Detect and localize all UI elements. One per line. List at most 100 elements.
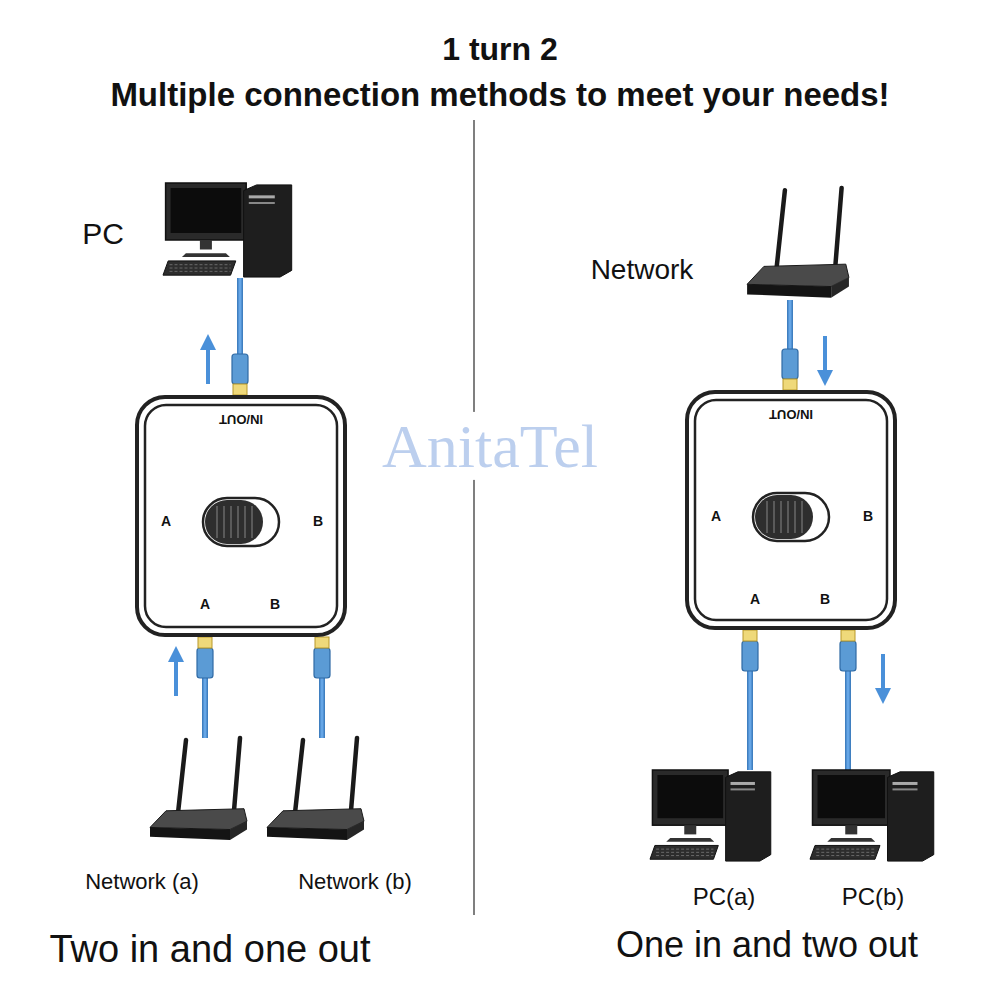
antenna — [234, 738, 240, 811]
router-icon: Network (a) — [148, 738, 248, 842]
drive-bay — [249, 202, 275, 204]
port-letter: B — [863, 509, 873, 524]
drive-bay — [893, 788, 918, 790]
slider-knob — [205, 500, 263, 544]
port-letter: B — [313, 514, 323, 529]
antenna — [178, 740, 186, 813]
port-label: IN/OUT — [769, 407, 813, 421]
keyboard-keys — [170, 268, 231, 269]
housing-inner — [145, 405, 337, 627]
port-letter: A — [750, 592, 760, 607]
title: 1 turn 2 — [442, 32, 558, 67]
flow-arrow — [823, 336, 827, 378]
knob-grip — [223, 506, 225, 538]
network-cable — [840, 630, 883, 770]
plug-contact — [198, 637, 212, 648]
tower — [244, 185, 292, 277]
port-letter: A — [200, 597, 210, 612]
caption-left: Two in and one out — [49, 929, 370, 971]
device-label: PC(b) — [842, 884, 905, 910]
router-top — [267, 809, 364, 830]
monitor — [166, 183, 247, 240]
pc-drawing — [810, 770, 935, 862]
plug-boot — [232, 354, 248, 384]
knob-grip — [801, 501, 803, 533]
knob-grip — [230, 506, 232, 538]
flow-arrow — [206, 342, 210, 384]
drive-bay — [731, 782, 755, 785]
device-label: Network (a) — [85, 870, 199, 894]
keyboard-keys — [816, 849, 875, 850]
plug-boot — [197, 648, 213, 678]
network-cable — [742, 630, 758, 770]
housing-outer — [137, 397, 345, 635]
router-top — [747, 264, 849, 286]
network-cable — [176, 637, 213, 738]
drive-bay — [249, 195, 275, 198]
router-drawing — [265, 738, 365, 842]
monitor-stand — [200, 240, 212, 250]
plug-boot — [314, 648, 330, 678]
port-letter: B — [270, 597, 280, 612]
knob-grip — [773, 501, 775, 533]
router-front — [267, 827, 347, 839]
device-label: PC(a) — [693, 884, 756, 910]
antenna — [351, 738, 357, 811]
knob-grip — [794, 501, 796, 533]
pc-icon: PC — [163, 183, 293, 278]
keyboard-keys — [170, 264, 231, 265]
pc-drawing — [163, 183, 293, 278]
port-letter: B — [820, 592, 830, 607]
tower — [888, 772, 934, 861]
router-front — [150, 827, 230, 839]
drive-bay — [893, 782, 918, 785]
monitor-stand — [845, 825, 857, 834]
antenna — [777, 190, 785, 268]
monitor-base — [182, 253, 230, 257]
switch-box: IN/OUTABAB — [685, 390, 897, 630]
keyboard-keys — [656, 849, 713, 850]
router-side — [347, 821, 364, 840]
screen — [818, 775, 886, 818]
router-icon: Network (b) — [265, 738, 365, 842]
slider-track — [203, 498, 279, 546]
knob-grip — [216, 506, 218, 538]
keyboard — [650, 845, 718, 859]
keyboard — [163, 261, 236, 275]
router-top — [150, 809, 247, 830]
flow-arrow — [174, 654, 178, 696]
network-cable — [782, 300, 825, 390]
keyboard-keys — [816, 852, 875, 853]
plug-contact — [841, 630, 855, 641]
slider-knob — [755, 495, 813, 539]
antenna — [295, 740, 303, 813]
device-label: Network — [591, 255, 694, 286]
keyboard — [810, 845, 880, 859]
subtitle: Multiple connection methods to meet your… — [110, 77, 889, 113]
monitor-base — [827, 838, 875, 842]
caption-right: One in and two out — [616, 925, 918, 965]
tower — [726, 772, 771, 861]
monitor-base — [666, 838, 714, 842]
device-label: Network (b) — [298, 870, 412, 894]
router-icon: Network — [745, 188, 850, 300]
plug-boot — [742, 641, 758, 671]
knob-grip — [244, 506, 246, 538]
knob-grip — [251, 506, 253, 538]
screen — [171, 188, 242, 233]
network-cable — [314, 637, 330, 738]
monitor — [813, 770, 891, 825]
drive-bay — [731, 788, 755, 790]
pc-icon: PC(b) — [810, 770, 935, 862]
antenna — [835, 188, 841, 266]
port-label: IN/OUT — [219, 412, 263, 426]
knob-grip — [766, 501, 768, 533]
plug-contact — [315, 637, 329, 648]
knob-grip — [780, 501, 782, 533]
housing-outer — [687, 392, 895, 628]
keyboard-keys — [170, 271, 231, 272]
plug-boot — [840, 641, 856, 671]
flow-arrow — [881, 654, 885, 696]
